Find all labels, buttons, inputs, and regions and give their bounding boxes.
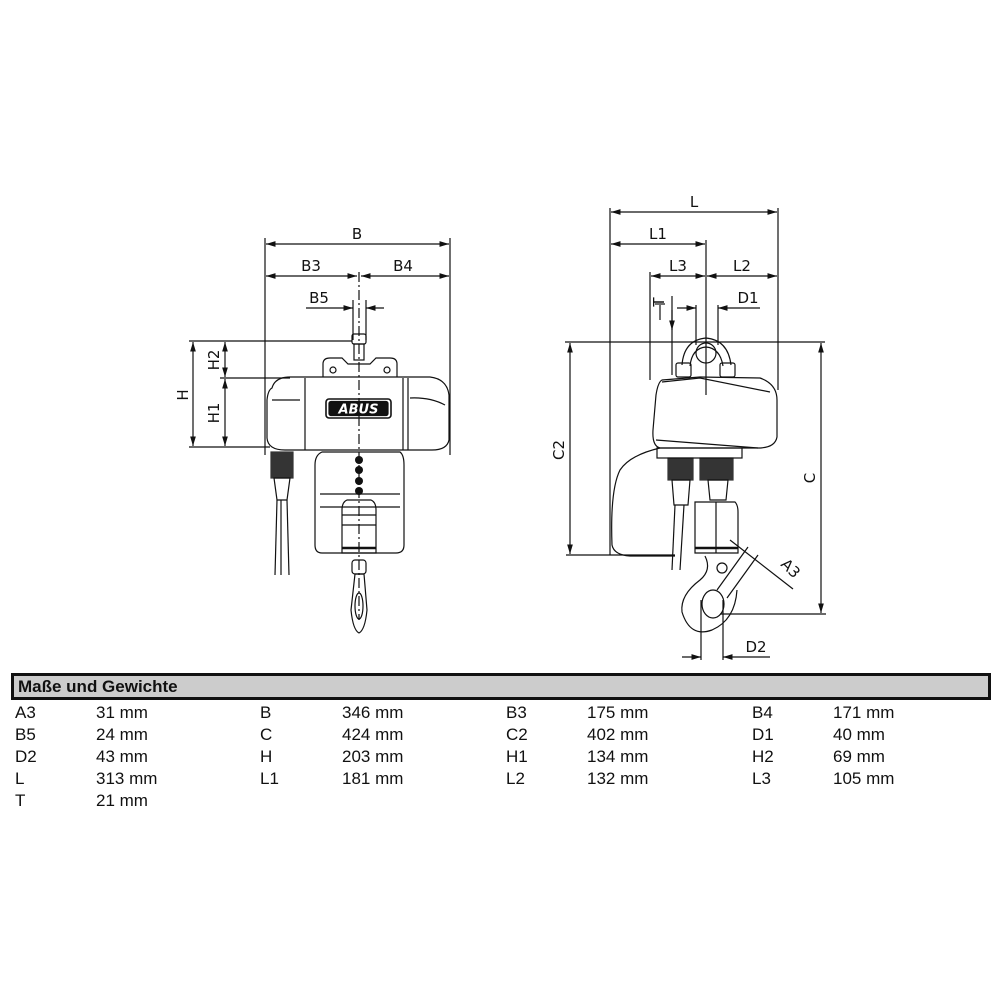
label-C: C bbox=[801, 473, 819, 483]
spec-value: 203 mm bbox=[342, 747, 404, 766]
spec-key: D1 bbox=[752, 725, 774, 744]
spec-key: T bbox=[15, 791, 26, 810]
label-L1: L1 bbox=[649, 225, 667, 243]
spec-key: L bbox=[15, 769, 25, 788]
label-D1: D1 bbox=[737, 289, 758, 307]
spec-key: D2 bbox=[15, 747, 37, 766]
spec-key: B3 bbox=[506, 703, 527, 722]
spec-value: 31 mm bbox=[96, 703, 148, 722]
table-row: B5 24 mm C 424 mm C2 402 mm D1 40 mm bbox=[11, 724, 991, 746]
spec-value: 105 mm bbox=[833, 769, 895, 788]
spec-key: L3 bbox=[752, 769, 771, 788]
spec-key: C2 bbox=[506, 725, 528, 744]
label-A3: A3 bbox=[777, 555, 804, 582]
spec-key: L1 bbox=[260, 769, 279, 788]
technical-drawing: ABUS bbox=[174, 193, 826, 660]
label-B5: B5 bbox=[309, 289, 329, 307]
spec-value: 21 mm bbox=[96, 791, 148, 810]
label-L3: L3 bbox=[669, 257, 687, 275]
label-D2: D2 bbox=[745, 638, 766, 656]
table-row: D2 43 mm H 203 mm H1 134 mm H2 69 mm bbox=[11, 746, 991, 768]
spec-key: H1 bbox=[506, 747, 528, 766]
spec-value: 402 mm bbox=[587, 725, 649, 744]
label-C2: C2 bbox=[550, 440, 568, 460]
spec-value: 40 mm bbox=[833, 725, 885, 744]
label-B3: B3 bbox=[301, 257, 321, 275]
spec-value: 24 mm bbox=[96, 725, 148, 744]
spec-value: 175 mm bbox=[587, 703, 649, 722]
side-view bbox=[565, 208, 826, 660]
table-row: T 21 mm bbox=[11, 790, 991, 812]
spec-value: 181 mm bbox=[342, 769, 404, 788]
spec-key: H2 bbox=[752, 747, 774, 766]
spec-value: 69 mm bbox=[833, 747, 885, 766]
label-L: L bbox=[690, 193, 699, 211]
table-row: A3 31 mm B 346 mm B3 175 mm B4 171 mm bbox=[11, 702, 991, 724]
spec-value: 43 mm bbox=[96, 747, 148, 766]
label-B: B bbox=[352, 225, 362, 243]
spec-table-body: A3 31 mm B 346 mm B3 175 mm B4 171 mm B5… bbox=[11, 700, 991, 820]
label-B4: B4 bbox=[393, 257, 413, 275]
spec-value: 132 mm bbox=[587, 769, 649, 788]
spec-key: L2 bbox=[506, 769, 525, 788]
table-row: L 313 mm L1 181 mm L2 132 mm L3 105 mm bbox=[11, 768, 991, 790]
label-T: T bbox=[650, 297, 668, 308]
spec-value: 134 mm bbox=[587, 747, 649, 766]
brand-logo-text: ABUS bbox=[338, 403, 379, 418]
label-H: H bbox=[174, 389, 192, 400]
spec-key: B4 bbox=[752, 703, 773, 722]
front-view: ABUS bbox=[189, 238, 451, 634]
spec-value: 313 mm bbox=[96, 769, 158, 788]
spec-table-title: Maße und Gewichte bbox=[11, 673, 991, 700]
spec-key: B5 bbox=[15, 725, 36, 744]
label-H2: H2 bbox=[205, 350, 223, 371]
spec-value: 346 mm bbox=[342, 703, 404, 722]
spec-key: B bbox=[260, 703, 272, 722]
spec-key: C bbox=[260, 725, 273, 744]
spec-value: 424 mm bbox=[342, 725, 404, 744]
label-L2: L2 bbox=[733, 257, 751, 275]
spec-key: H bbox=[260, 747, 273, 766]
spec-value: 171 mm bbox=[833, 703, 895, 722]
label-H1: H1 bbox=[205, 403, 223, 424]
spec-key: A3 bbox=[15, 703, 36, 722]
spec-table: Maße und Gewichte A3 31 mm B 346 mm B3 1… bbox=[11, 673, 991, 820]
